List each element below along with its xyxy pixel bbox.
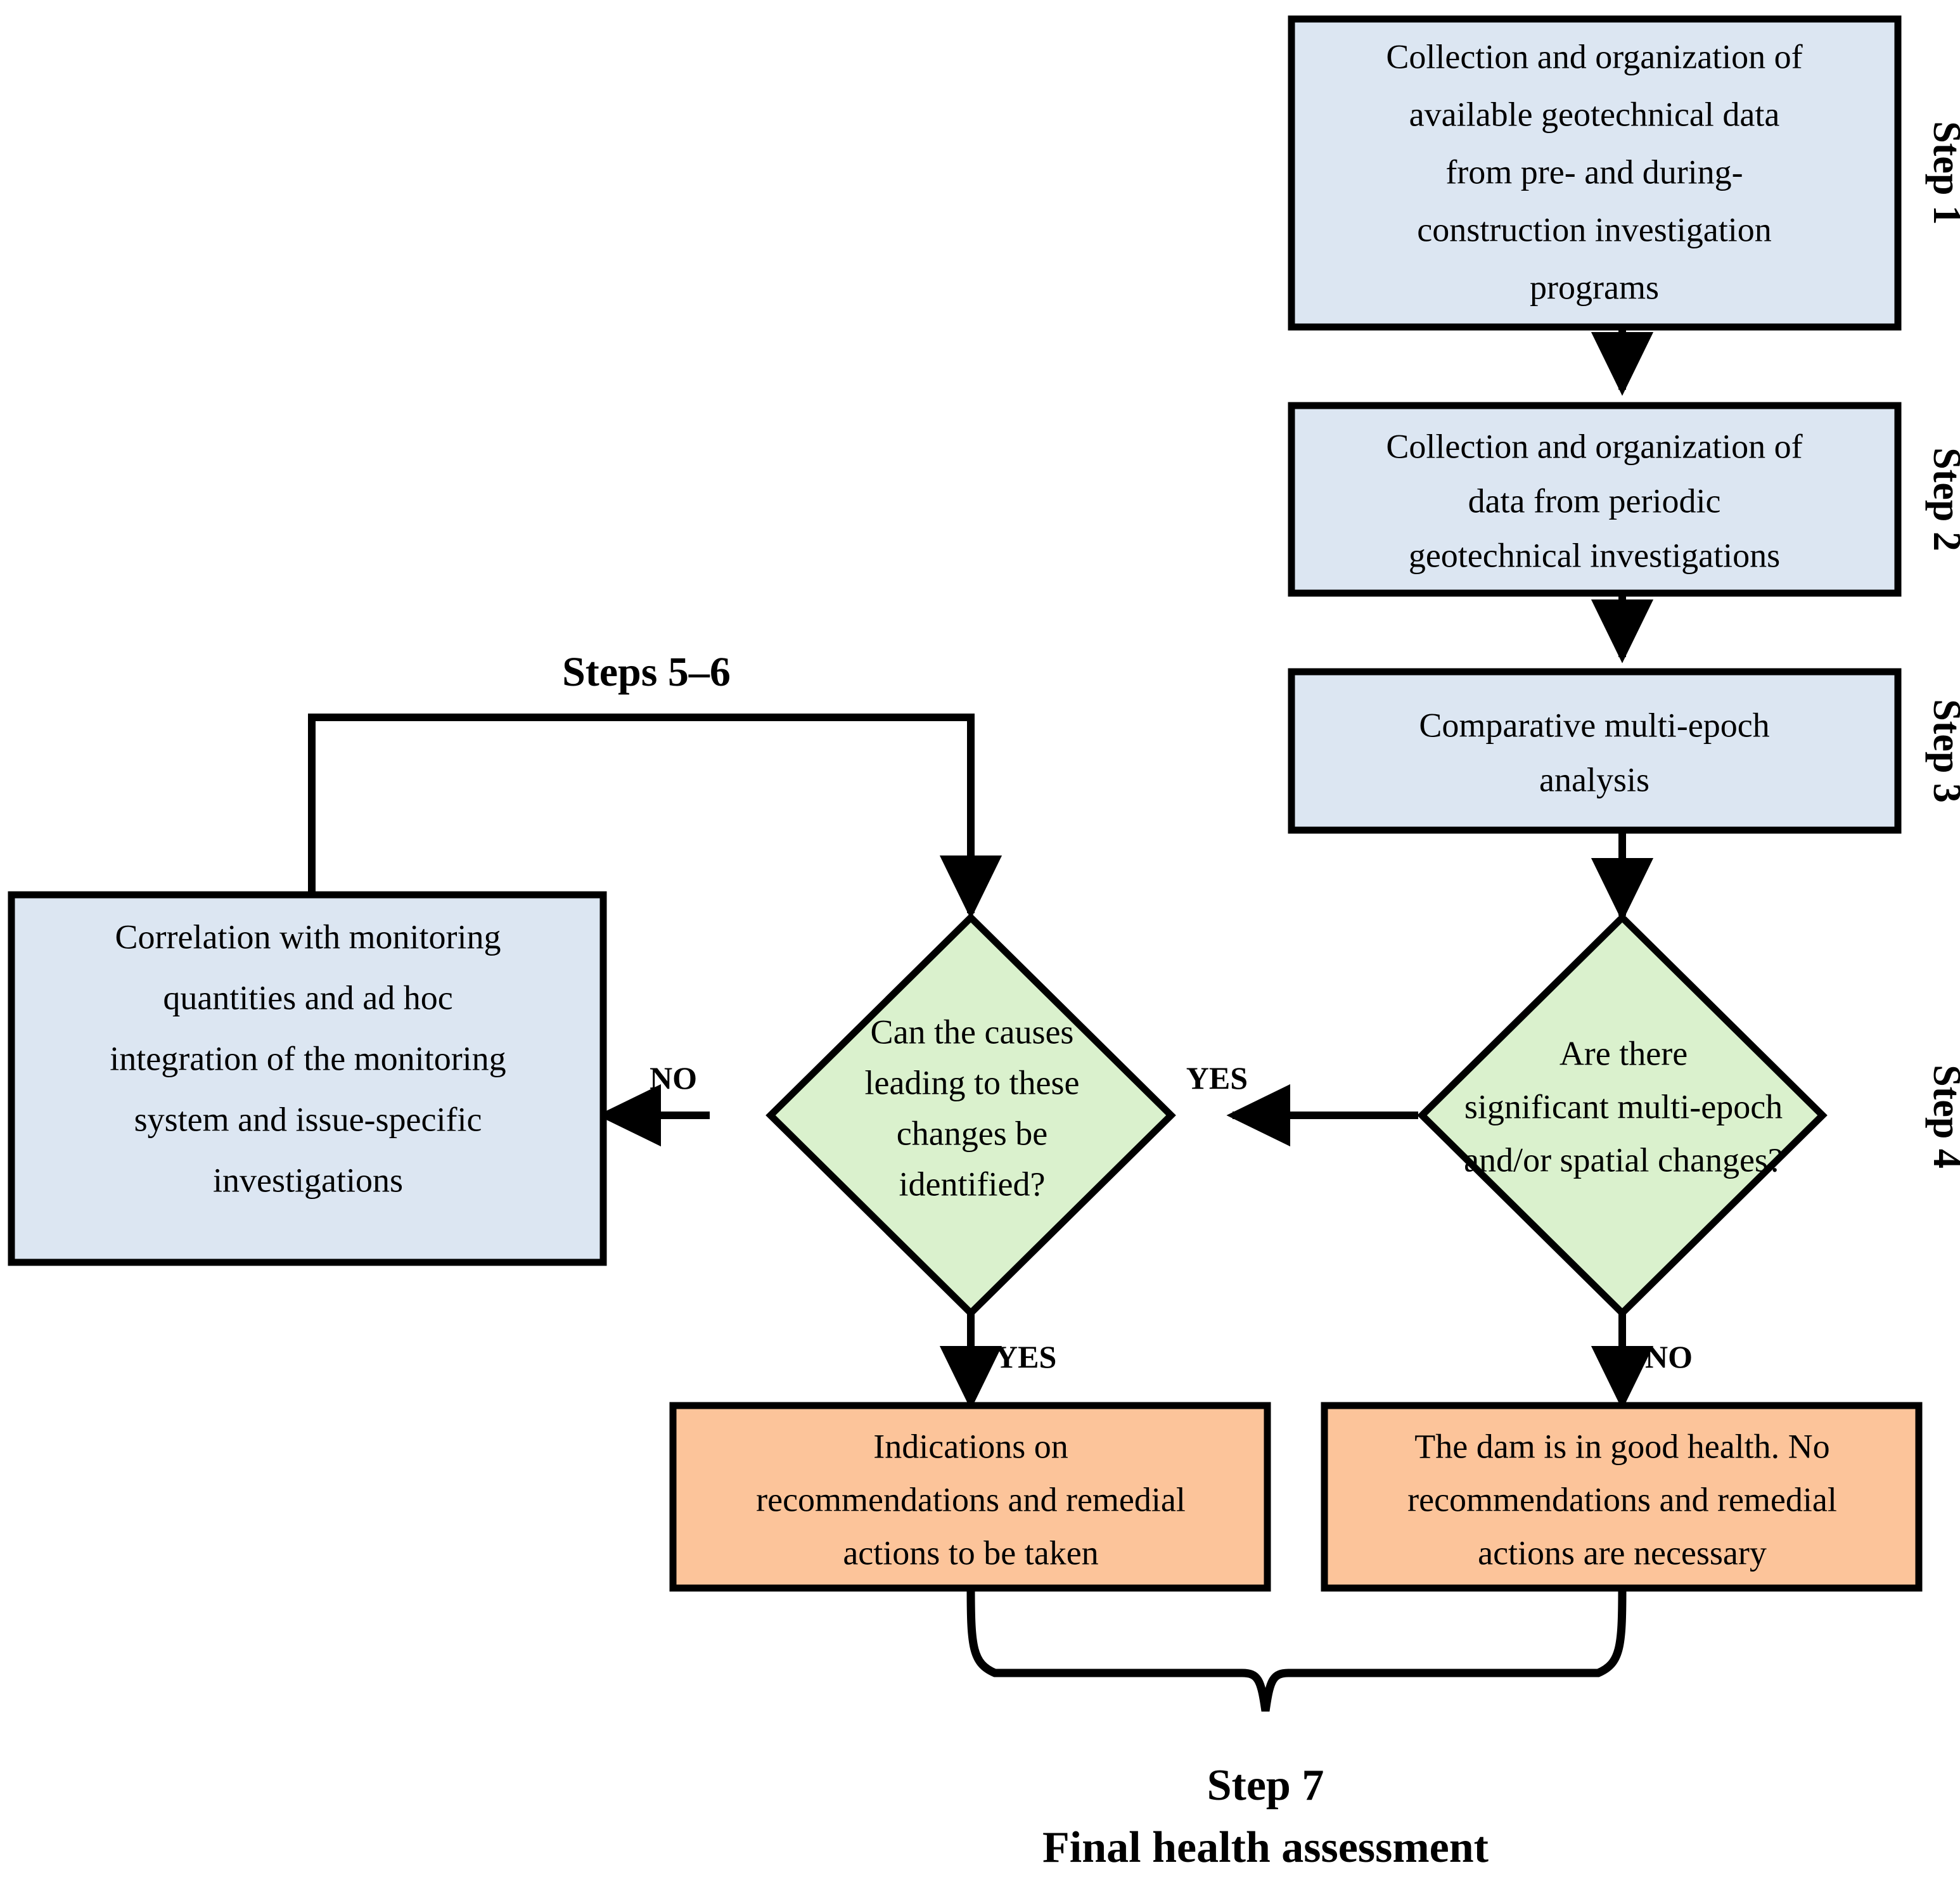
- node-causes-line-4: identified?: [899, 1165, 1046, 1203]
- node-step3-line-2: analysis: [1539, 760, 1649, 798]
- node-causes-line-2: leading to these: [865, 1063, 1080, 1101]
- node-step2-shape: [1288, 402, 1902, 597]
- node-step1-line-5: programs: [1530, 268, 1659, 306]
- node-step1-line-2: available geotechnical data: [1409, 95, 1780, 133]
- group-label-steps-5-6: Steps 5–6: [562, 649, 731, 695]
- node-step1-line-4: construction investigation: [1417, 210, 1771, 248]
- node-step4-line-1: Are there: [1560, 1034, 1688, 1072]
- node-step2-line-2: data from periodic: [1468, 482, 1721, 520]
- node-remedial[interactable]: Indications on recommendations and remed…: [669, 1402, 1271, 1592]
- node-causes-shape: [765, 913, 1176, 1318]
- step-label-4: Step 4: [1925, 1065, 1960, 1169]
- node-step3-shape: [1288, 668, 1902, 834]
- node-correlation-line-5: investigations: [213, 1161, 403, 1199]
- step-label-1: Step 1: [1925, 121, 1960, 225]
- edge-correlation-feedback-to-causes: [308, 714, 1002, 920]
- node-correlation-line-3: integration of the monitoring: [110, 1039, 506, 1077]
- edge-label-step4-yes: YES: [1186, 1060, 1248, 1096]
- node-step1-line-3: from pre- and during-: [1445, 153, 1743, 191]
- node-correlation-line-1: Correlation with monitoring: [115, 918, 501, 956]
- node-step4-line-2: significant multi-epoch: [1464, 1087, 1783, 1125]
- node-causes-decision[interactable]: Can the causes leading to these changes …: [765, 913, 1176, 1318]
- node-step2-line-1: Collection and organization of: [1386, 427, 1802, 465]
- edge-label-causes-no: NO: [650, 1060, 697, 1096]
- node-step3[interactable]: Comparative multi-epoch analysis: [1288, 668, 1902, 834]
- node-step4-shape: [1417, 913, 1828, 1318]
- step-label-2: Step 2: [1925, 447, 1960, 551]
- node-causes-line-1: Can the causes: [871, 1013, 1074, 1051]
- node-good-health-shape: [1321, 1402, 1923, 1592]
- group-label-step7-caption: Final health assessment: [1042, 1823, 1489, 1872]
- step7-merge-brace: [966, 1584, 1627, 1712]
- node-good-health[interactable]: The dam is in good health. No recommenda…: [1321, 1402, 1923, 1592]
- node-step2-line-3: geotechnical investigations: [1409, 536, 1780, 574]
- edge-label-step4-no: NO: [1645, 1339, 1693, 1375]
- node-good-health-line-3: actions are necessary: [1478, 1534, 1767, 1572]
- edge-label-causes-yes: YES: [995, 1339, 1056, 1375]
- node-remedial-shape: [669, 1402, 1271, 1592]
- node-step4-line-3: and/or spatial changes?: [1464, 1141, 1783, 1179]
- node-step2[interactable]: Collection and organization of data from…: [1288, 402, 1902, 597]
- node-correlation[interactable]: Correlation with monitoring quantities a…: [8, 891, 607, 1266]
- node-causes-line-3: changes be: [897, 1114, 1047, 1152]
- node-step1[interactable]: Collection and organization of available…: [1288, 15, 1902, 331]
- node-correlation-line-2: quantities and ad hoc: [163, 978, 452, 1016]
- node-good-health-line-1: The dam is in good health. No: [1414, 1427, 1829, 1465]
- group-label-step7: Step 7: [1207, 1761, 1324, 1810]
- node-remedial-line-2: recommendations and remedial: [756, 1480, 1186, 1518]
- node-step1-line-1: Collection and organization of: [1386, 37, 1802, 75]
- node-correlation-line-4: system and issue-specific: [134, 1100, 482, 1138]
- node-step1-shape: [1288, 15, 1902, 331]
- node-correlation-shape: [8, 891, 607, 1266]
- node-step4-decision[interactable]: Are there significant multi-epoch and/or…: [1417, 913, 1828, 1318]
- node-step3-line-1: Comparative multi-epoch: [1419, 706, 1769, 744]
- node-remedial-line-1: Indications on: [873, 1427, 1068, 1465]
- node-good-health-line-2: recommendations and remedial: [1407, 1480, 1837, 1518]
- step-label-3: Step 3: [1925, 699, 1960, 803]
- node-remedial-line-3: actions to be taken: [843, 1534, 1098, 1572]
